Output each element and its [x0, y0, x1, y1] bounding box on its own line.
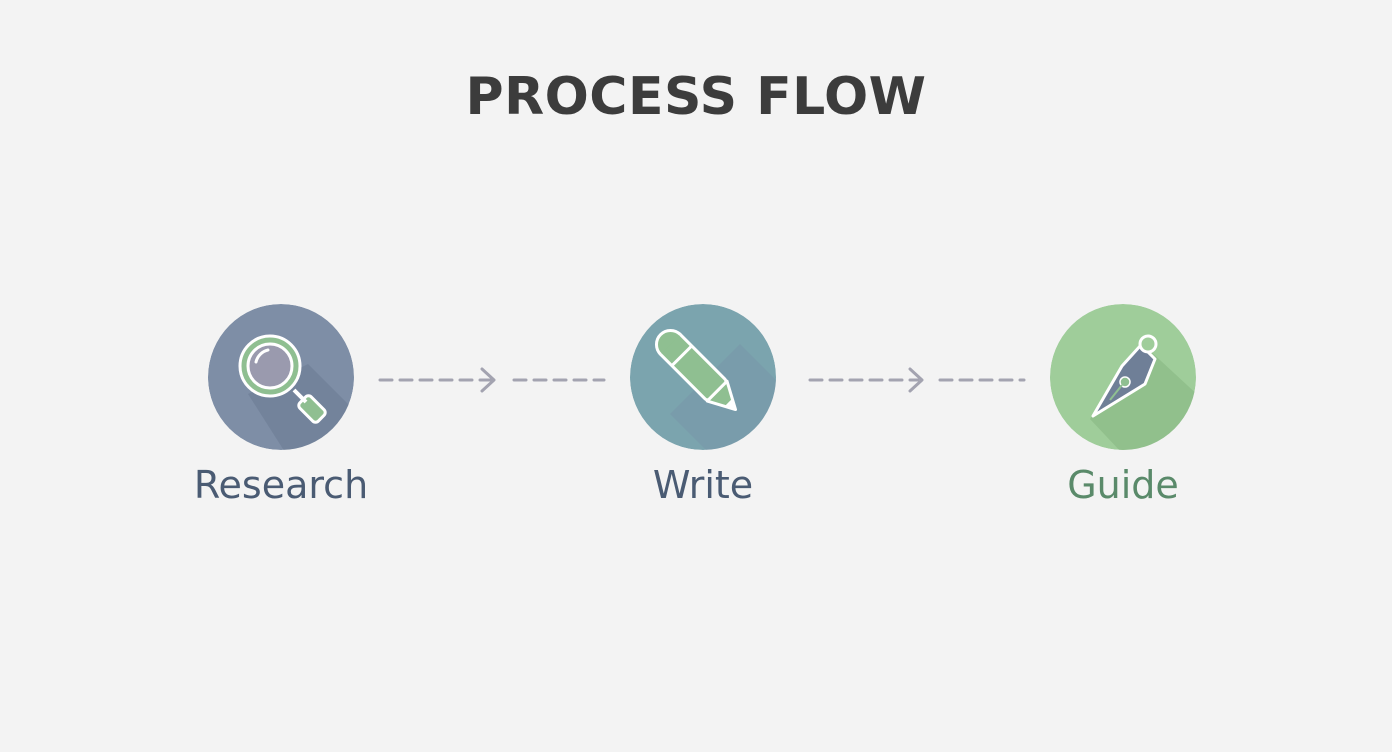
pencil-icon: [630, 304, 776, 450]
connector-arrow-1: [376, 364, 608, 396]
step-research-circle: [208, 304, 354, 450]
step-write: Write: [553, 304, 853, 524]
step-research: Research: [131, 304, 431, 524]
page-title: PROCESS FLOW: [465, 67, 927, 127]
pen-nib-icon: [1050, 304, 1196, 450]
step-guide: Guide: [973, 304, 1273, 524]
magnifying-glass-icon: [208, 304, 354, 450]
step-guide-circle: [1050, 304, 1196, 450]
connector-arrow-2: [806, 364, 1028, 396]
step-guide-label: Guide: [1067, 463, 1179, 507]
step-research-label: Research: [193, 463, 369, 507]
step-write-circle: [630, 304, 776, 450]
step-write-label: Write: [652, 463, 754, 507]
